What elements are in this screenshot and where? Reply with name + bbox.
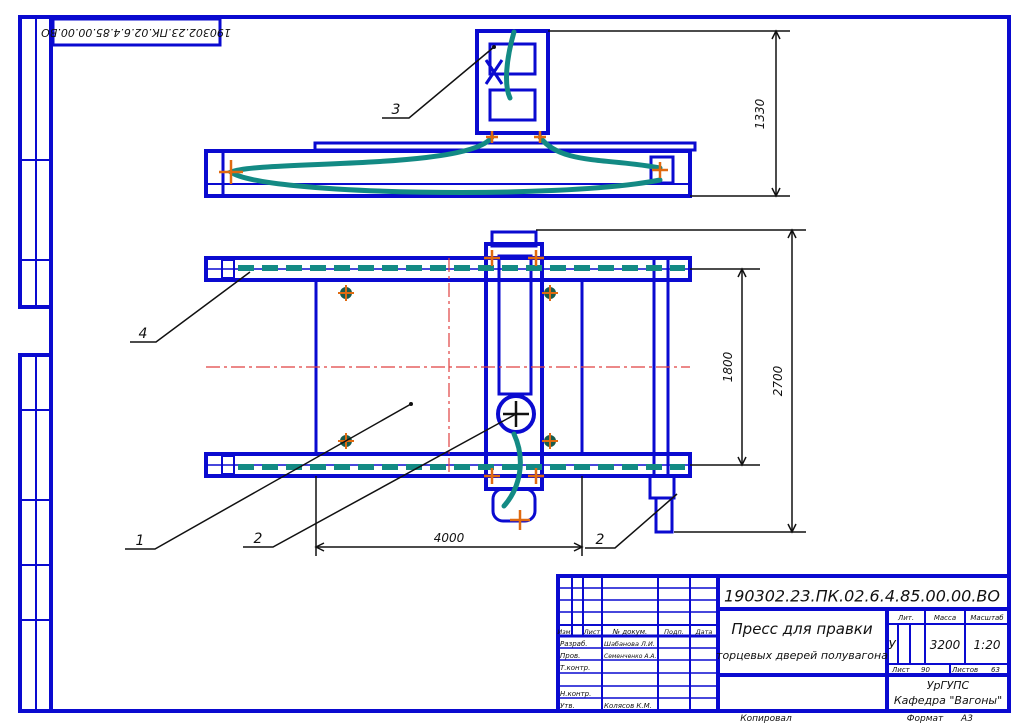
- sheets-label: Листов: [951, 666, 978, 674]
- title-line1: Пресс для правки: [731, 620, 872, 638]
- format-label: Формат: [907, 714, 944, 724]
- plan-rollers: [238, 265, 685, 470]
- top-view: [204, 29, 697, 198]
- callout-3: 3: [392, 102, 401, 118]
- leader-dot-3: [492, 45, 496, 49]
- lit-value: У: [888, 638, 896, 652]
- dev-name: Шабанова Л.И.: [604, 640, 655, 648]
- dim-length: [314, 476, 584, 556]
- dim-length-label: 4000: [434, 531, 465, 545]
- center-axes: [206, 258, 690, 476]
- leader-dot-1: [409, 402, 413, 406]
- format-value: А3: [960, 714, 973, 724]
- leaders: [125, 46, 678, 550]
- scale-value: 1:20: [974, 638, 1001, 652]
- doc-code-rotated-box: 190302.23.ПК.02.6.4.85.00.00.ВО: [41, 17, 231, 47]
- sheet-value: 90: [921, 666, 930, 674]
- doc-code-rotated: 190302.23.ПК.02.6.4.85.00.00.ВО: [41, 26, 231, 39]
- plan-markers: [484, 250, 544, 530]
- org-line1: УрГУПС: [927, 679, 970, 692]
- approve-name: Колясов К.М.: [604, 702, 652, 710]
- dim-width-outer: [536, 228, 806, 534]
- callout-4: 4: [139, 326, 148, 342]
- col-sign: Подп.: [664, 628, 684, 636]
- row-dev: Разраб.: [560, 640, 588, 648]
- plan-hose: [501, 431, 523, 509]
- row-approve: Утв.: [560, 702, 575, 710]
- sheet-frame: [18, 15, 1011, 713]
- clamp-circle: [496, 394, 536, 434]
- check-name: Семенченко А.А.: [604, 653, 656, 660]
- row-tcontrol: Т.контр.: [560, 664, 590, 672]
- doc-code: 190302.23.ПК.02.6.4.85.00.00.ВО: [724, 587, 1000, 606]
- row-check: Пров.: [560, 652, 580, 660]
- dim-width-outer-label: 2700: [771, 365, 785, 396]
- copied-label: Копировал: [740, 714, 792, 724]
- row-ncontrol: Н.контр.: [560, 690, 591, 698]
- callout-2b: 2: [596, 532, 605, 548]
- scale-label: Масштаб: [970, 614, 1004, 622]
- top-view-markers: [219, 131, 668, 184]
- col-docnum: № докум.: [612, 628, 648, 636]
- title-block: [556, 574, 1011, 713]
- org-line2: Кафедра "Вагоны": [894, 694, 1002, 707]
- mass-label: Масса: [934, 614, 956, 622]
- dim-width-inner-label: 1800: [721, 351, 735, 382]
- dim-width-inner: [690, 267, 760, 467]
- dim-height-top: [548, 29, 790, 198]
- col-sheet: Лист: [583, 628, 601, 636]
- sheet-label: Лист: [891, 666, 911, 674]
- col-change: Изм.: [557, 628, 572, 636]
- base-frame: [204, 149, 692, 198]
- sheets-value: 63: [991, 666, 1000, 674]
- dim-height-top-label: 1330: [753, 98, 767, 129]
- top-view-hoses: [226, 29, 663, 195]
- callout-2a: 2: [254, 531, 263, 547]
- callout-1: 1: [136, 533, 145, 549]
- title-line2: торцевых дверей полувагона: [716, 649, 888, 662]
- col-date: Дата: [695, 628, 713, 636]
- lit-label: Лит.: [897, 614, 914, 622]
- mass-value: 3200: [930, 638, 961, 652]
